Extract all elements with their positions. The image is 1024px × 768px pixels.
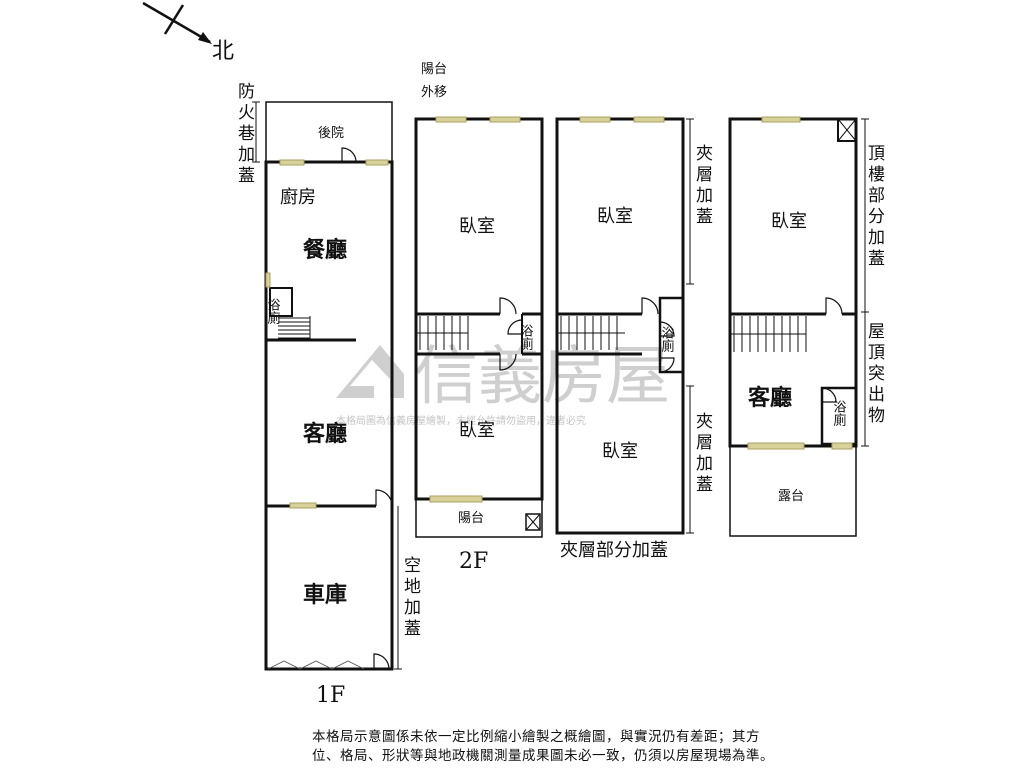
note-top-floor-add: 頂樓部分加蓋: [864, 144, 885, 270]
labels-1f: 後院 廚房 餐廳 浴廁 客廳 車庫 防火巷加蓋 空地加蓋 1F: [234, 82, 421, 708]
room-bedroom-mezz-bottom: 臥室: [602, 441, 638, 462]
windows-1f: [265, 159, 389, 509]
room-bedroom-2f-top: 臥室: [459, 216, 495, 237]
watermark-logo-icon: [336, 345, 404, 398]
note-balcony-moved-2: 外移: [421, 85, 447, 100]
room-bath-mezz: 浴廁: [659, 326, 675, 353]
title-mezzanine: 夾層部分加蓋: [560, 540, 668, 561]
north-arrow: 北: [142, 1, 234, 64]
note-fire-lane: 防火巷加蓋: [234, 82, 255, 187]
room-bedroom-roof: 臥室: [771, 211, 807, 232]
note-mezz-add-bottom: 夾層加蓋: [692, 412, 713, 496]
floor-roof: [728, 117, 869, 537]
room-bedroom-2f-bottom: 臥室: [459, 420, 495, 441]
north-label: 北: [212, 39, 234, 64]
note-roof-protrusion: 屋頂突出物: [864, 322, 885, 427]
windows-mezzanine: [579, 116, 665, 123]
room-bath-1f: 浴廁: [265, 298, 281, 325]
room-backyard: 後院: [318, 126, 344, 141]
room-bath-2f: 浴廁: [518, 324, 534, 351]
room-terrace: 露台: [778, 489, 804, 504]
floor-mezzanine: [555, 117, 694, 535]
room-garage: 車庫: [303, 582, 347, 608]
room-dining: 餐廳: [303, 237, 347, 263]
note-balcony-moved-1: 陽台: [421, 62, 447, 77]
note-open-space: 空地加蓋: [400, 556, 421, 640]
windows-roof: [747, 116, 853, 450]
windows-2f: [429, 116, 521, 503]
disclaimer: 本格局示意圖係未依一定比例縮小繪製之概繪圖，與實況仍有差距；其方 位、格局、形狀…: [312, 728, 872, 766]
room-living-1f: 客廳: [303, 421, 347, 447]
labels-2f: 陽台 外移 臥室 浴廁 臥室 陽台 2F: [421, 62, 533, 574]
room-bath-roof: 浴廁: [831, 400, 847, 427]
title-2f: 2F: [459, 549, 488, 574]
title-1f: 1F: [316, 683, 345, 708]
room-balcony-2f: 陽台: [458, 511, 484, 526]
room-kitchen: 廚房: [280, 186, 316, 208]
room-living-roof: 客廳: [748, 385, 792, 411]
labels-mezzanine: 臥室 浴廁 臥室 夾層加蓋 夾層加蓋 夾層部分加蓋: [560, 144, 713, 561]
labels-roof: 臥室 客廳 浴廁 露台 頂樓部分加蓋 屋頂突出物: [748, 144, 885, 504]
note-mezz-add-top: 夾層加蓋: [692, 144, 713, 228]
watermark-notice: 本格局圖為信義房屋繪製，未經允許請勿盜用，違者必究: [336, 414, 586, 427]
room-bedroom-mezz-top: 臥室: [597, 206, 633, 227]
garage-door: [267, 660, 365, 670]
disclaimer-line-2: 位、格局、形狀等與地政機關測量成果圖未必一致，仍須以房屋現場為準。: [312, 748, 774, 764]
floor-1f: [252, 101, 402, 671]
disclaimer-line-1: 本格局示意圖係未依一定比例縮小繪製之概繪圖，與實況仍有差距；其方: [312, 729, 760, 745]
